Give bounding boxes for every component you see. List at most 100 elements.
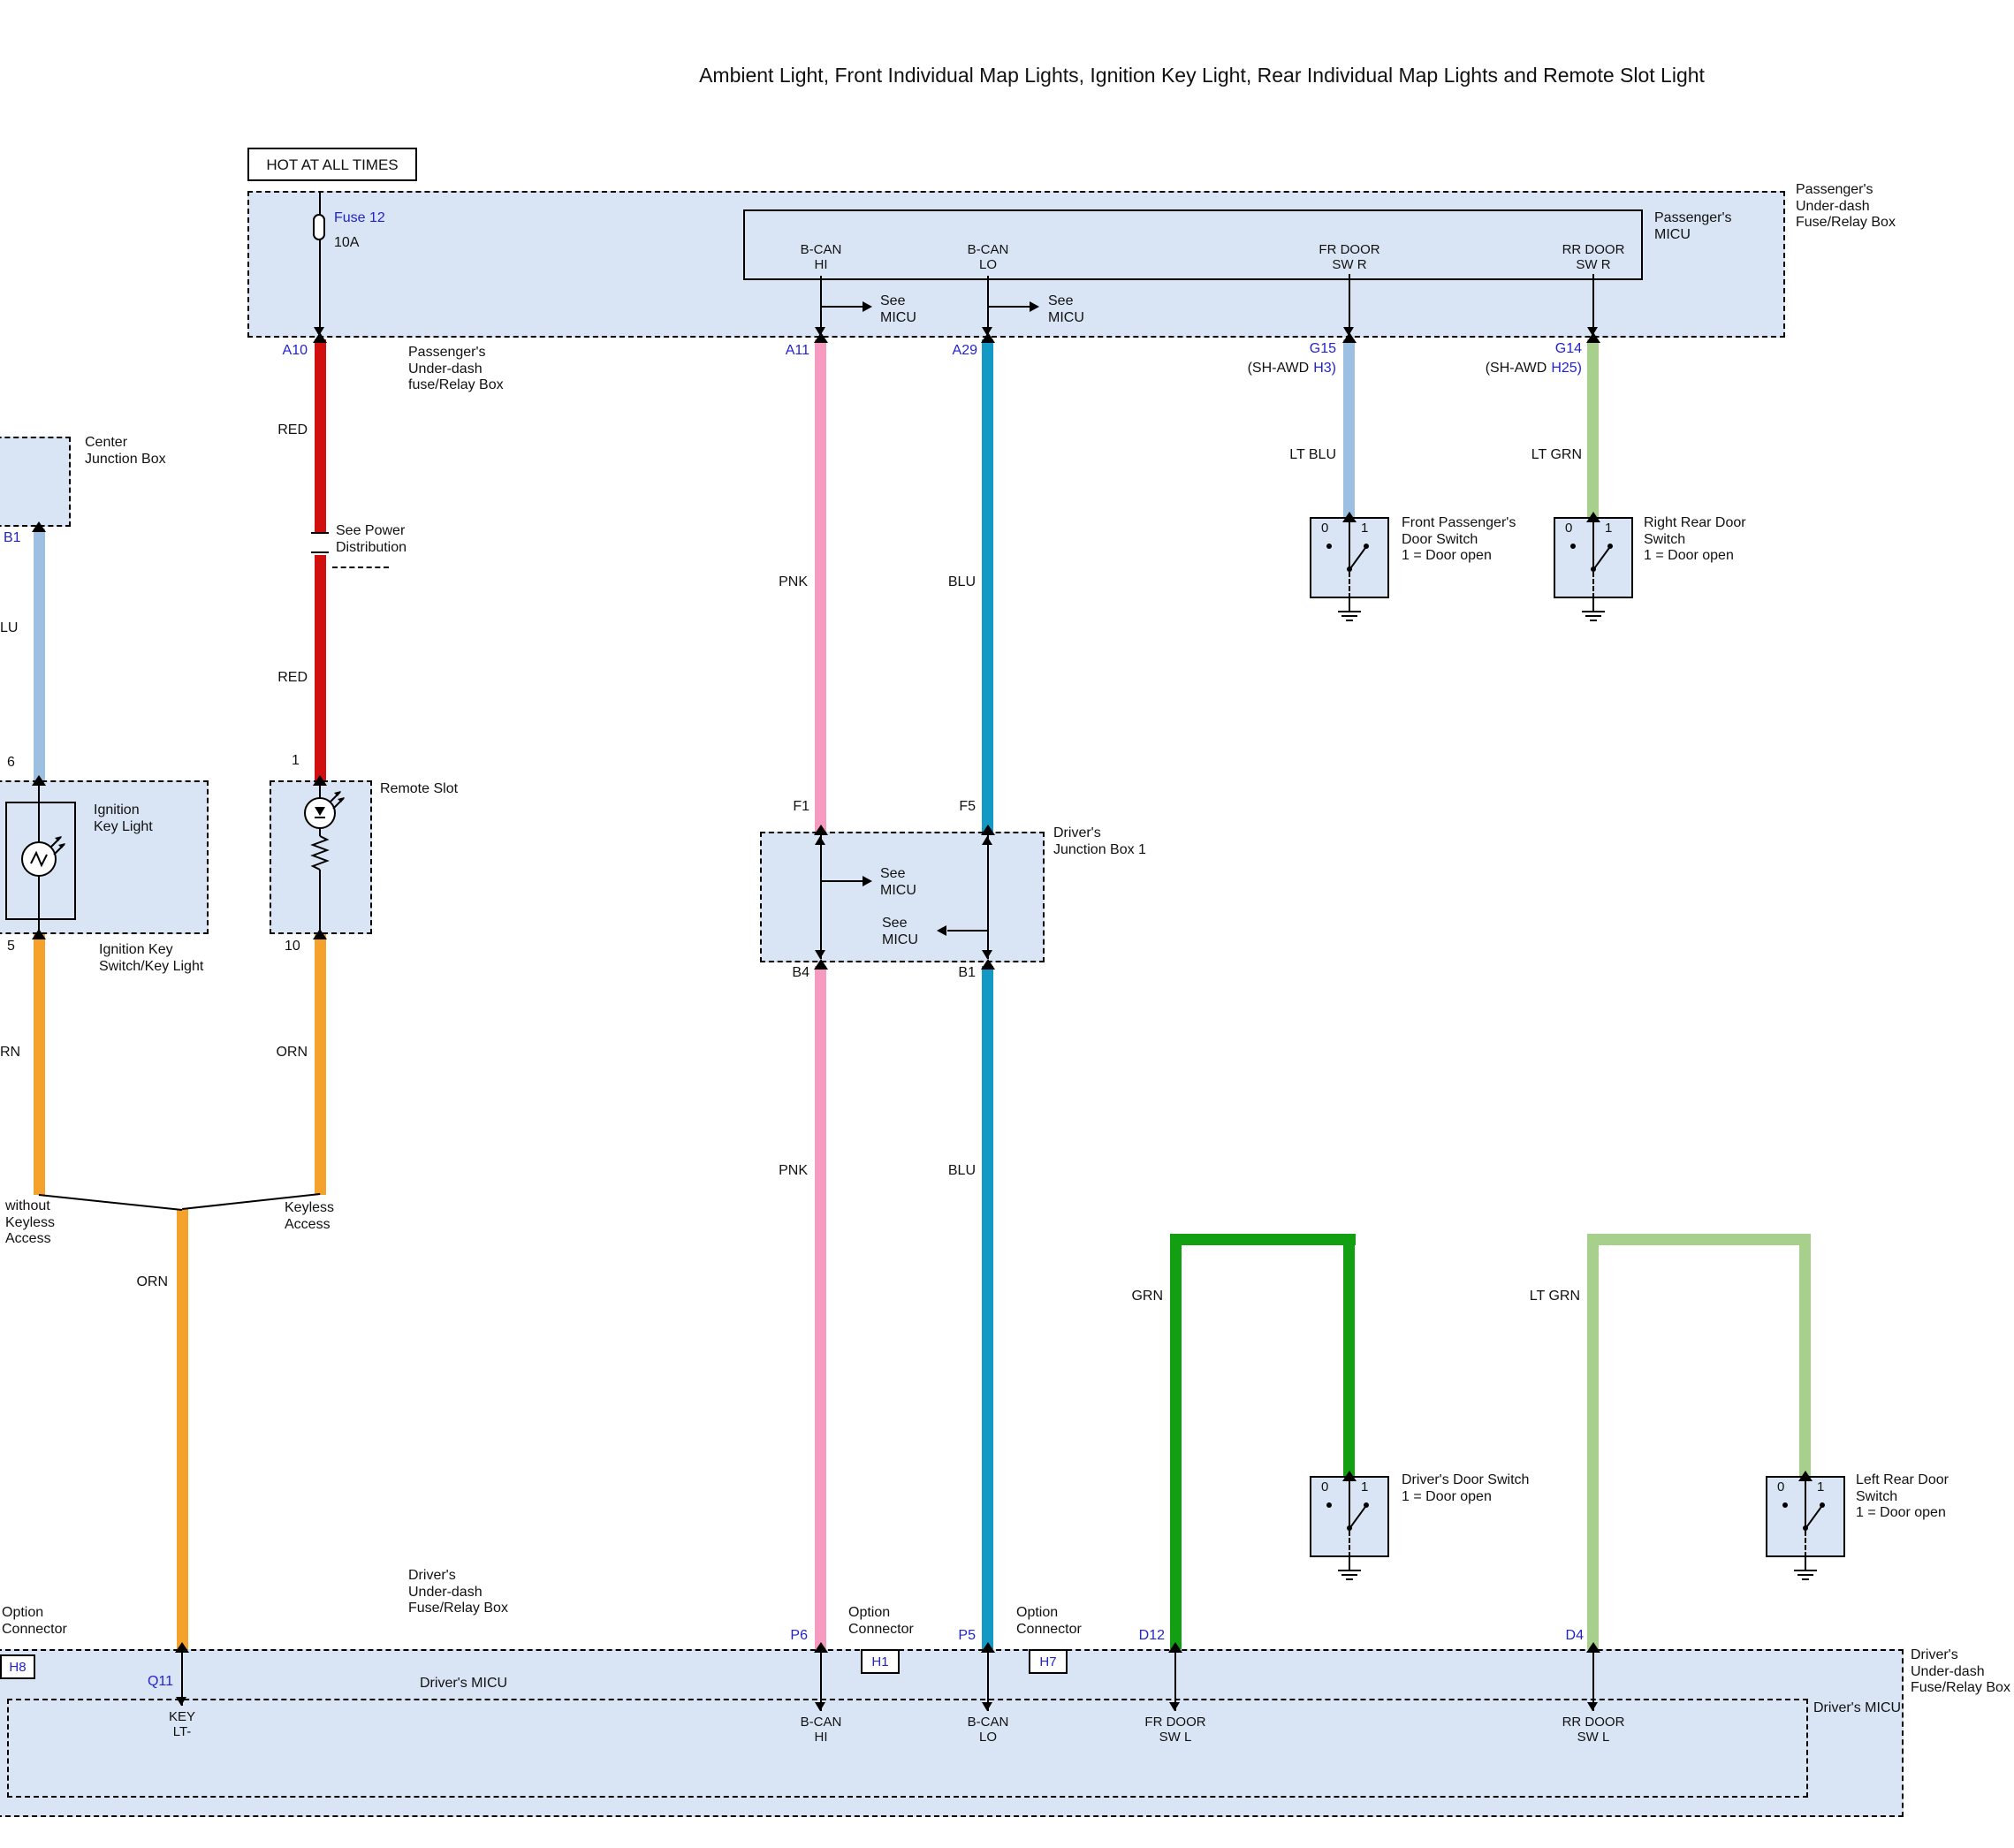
wire-red-lower — [315, 555, 326, 780]
arrow-down-marker — [982, 1702, 992, 1711]
switch-contact-dot — [1570, 544, 1576, 549]
switch-ground-dashed-line — [1592, 572, 1594, 598]
terminal-marker — [1586, 512, 1600, 522]
terminal-marker — [313, 929, 327, 939]
connector-g15-label: G15 — [1309, 341, 1336, 356]
wire-color-label-blu: BLU — [947, 574, 976, 589]
hot-at-all-times-label: HOT AT ALL TIMES — [266, 156, 399, 173]
wire-orn-right — [315, 934, 326, 1195]
pin-5-label: 5 — [7, 939, 15, 954]
shawd-connector: H25) — [1551, 361, 1582, 376]
fr-door-sw-l-label: FR DOOR SW L — [1144, 1715, 1206, 1745]
drivers-micu-box — [7, 1699, 1808, 1798]
fr-door-sw-r-label: FR DOOR SW R — [1319, 242, 1380, 273]
switch-ground-dashed-line — [1805, 1531, 1806, 1557]
drivers-junction-box-1-label: Driver's Junction Box 1 — [1053, 825, 1146, 857]
rr-door-sw-l-label: RR DOOR SW L — [1562, 1715, 1625, 1745]
connector-a10-label: A10 — [282, 343, 308, 358]
see-micu-branch-line — [822, 306, 863, 308]
option-connector-label: Option Connector — [2, 1605, 67, 1637]
switch-contact-dot — [1782, 1502, 1788, 1508]
terminal-marker — [32, 521, 46, 532]
arrow-down-marker — [1343, 327, 1354, 336]
ignition-key-switch-label: Ignition Key Switch/Key Light — [99, 942, 204, 974]
remote-slot-label: Remote Slot — [380, 781, 459, 796]
connector-b1-label: B1 — [4, 530, 21, 545]
wire-color-label-ltgrn: LT GRN — [1529, 1289, 1580, 1304]
wire-blu-upper — [982, 339, 993, 832]
center-junction-box-label: Center Junction Box — [85, 435, 166, 467]
keyless-access-label: Keyless Access — [285, 1200, 335, 1232]
wire-color-label-partial-lu: LU — [0, 620, 19, 635]
ground-symbol — [1338, 611, 1361, 612]
fr-door-sw-r-line — [1349, 274, 1350, 338]
wire-color-label-partial-rn: RN — [0, 1045, 21, 1060]
terminal-b1-label: B1 — [958, 965, 976, 980]
h7-connector-label: H7 — [1039, 1654, 1057, 1669]
see-micu-label: See MICU — [880, 293, 916, 325]
terminal-f5-label: F5 — [959, 799, 976, 814]
terminal-f1-label: F1 — [793, 799, 809, 814]
terminal-marker — [1342, 1471, 1357, 1481]
see-micu-branch-line — [947, 930, 987, 932]
arrow-up-marker — [815, 836, 825, 845]
p5-line — [987, 1651, 989, 1711]
arrow-right-marker — [1030, 301, 1039, 312]
arrow-down-marker — [982, 950, 992, 959]
ignition-key-light-label: Ignition Key Light — [94, 802, 153, 834]
see-micu-label: See MICU — [880, 866, 916, 898]
terminal-marker — [814, 1642, 828, 1653]
wire-break-tick — [311, 551, 329, 553]
page-title: Ambient Light, Front Individual Map Ligh… — [699, 64, 1705, 87]
wire-ltgrn-horizontal — [1587, 1234, 1811, 1245]
wire-ltgrn-left-leg — [1587, 1234, 1599, 1649]
arrow-down-marker — [815, 950, 825, 959]
wire-color-label-ltblu: LT BLU — [1289, 447, 1336, 462]
wire-red-upper — [315, 339, 326, 534]
center-junction-box — [0, 437, 71, 527]
terminal-marker — [1586, 332, 1600, 343]
switch-position-0: 0 — [1777, 1479, 1785, 1494]
ground-stem — [1805, 1557, 1806, 1570]
switch-feed-line — [1349, 1478, 1350, 1528]
terminal-marker — [1586, 1642, 1600, 1653]
rr-door-sw-r-line — [1592, 274, 1594, 338]
connector-a11-label: A11 — [785, 343, 809, 358]
passenger-box-outside-label: Passenger's Under-dash Fuse/Relay Box — [1796, 182, 1896, 231]
ground-symbol — [1346, 1578, 1353, 1580]
terminal-marker — [981, 825, 995, 835]
ground-symbol — [1341, 615, 1357, 617]
wire-orn-left — [34, 934, 45, 1195]
pin-6-label: 6 — [7, 755, 15, 770]
h8-connector-label: H8 — [9, 1660, 27, 1675]
terminal-marker — [32, 929, 46, 939]
switch-position-1: 1 — [1817, 1479, 1825, 1494]
bcan-lo-line — [987, 276, 989, 338]
passenger-micu-label: Passenger's MICU — [1654, 210, 1732, 242]
key-lt-label: KEY LT- — [168, 1709, 195, 1740]
ground-symbol — [1794, 1570, 1817, 1571]
wire-ltblu-b1 — [34, 529, 45, 780]
ground-stem — [1349, 598, 1350, 611]
switch-pivot-dot — [1591, 567, 1596, 572]
connector-p5-label: P5 — [958, 1628, 976, 1643]
terminal-marker — [1342, 512, 1357, 522]
front-passenger-door-switch-label: Front Passenger's Door Switch 1 = Door o… — [1402, 515, 1516, 564]
fuse-rating-label: 10A — [334, 235, 360, 250]
drivers-junction-box-1 — [760, 832, 1045, 962]
ground-symbol — [1582, 611, 1605, 612]
switch-ground-dashed-line — [1349, 1531, 1350, 1557]
terminal-marker — [814, 959, 828, 970]
arrow-up-marker — [982, 836, 992, 845]
terminal-marker — [313, 775, 327, 786]
wire-color-label-ltgrn: LT GRN — [1531, 447, 1582, 462]
arrow-down-marker — [815, 327, 825, 336]
terminal-marker — [313, 332, 327, 343]
without-keyless-access-label: without Keyless Access — [5, 1198, 56, 1247]
wire-break-tick — [311, 532, 329, 534]
djb1-line — [987, 835, 989, 959]
see-micu-label: See MICU — [882, 916, 918, 947]
shawd-connector: H3) — [1313, 361, 1336, 376]
